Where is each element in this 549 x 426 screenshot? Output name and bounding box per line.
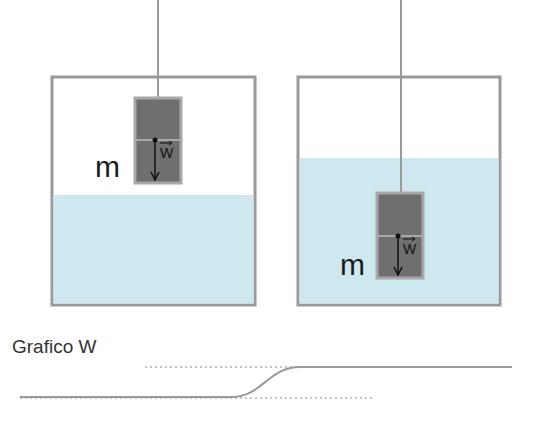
- weight-curve: [20, 367, 512, 397]
- vector-bar-head: [169, 141, 172, 145]
- vector-bar: [403, 239, 415, 240]
- vector-bar: [160, 143, 172, 144]
- block: [377, 193, 423, 278]
- vector-bar-head: [412, 237, 415, 241]
- graph-title: Grafico W: [12, 337, 96, 356]
- mass-label: m: [340, 250, 365, 280]
- weight-arrowhead: [394, 267, 402, 275]
- weight-vector: [154, 140, 156, 178]
- weight-vector: [397, 236, 399, 273]
- weight-label: W: [403, 242, 416, 256]
- mass-label: m: [95, 152, 120, 182]
- block: [135, 98, 181, 183]
- container: [298, 77, 500, 305]
- rope: [400, 0, 402, 193]
- weight-arrowhead: [151, 172, 159, 180]
- rope: [157, 0, 159, 98]
- block-divider: [136, 139, 180, 141]
- water: [300, 158, 499, 304]
- water: [54, 195, 254, 304]
- container: [52, 77, 255, 305]
- weight-label: W: [160, 146, 173, 160]
